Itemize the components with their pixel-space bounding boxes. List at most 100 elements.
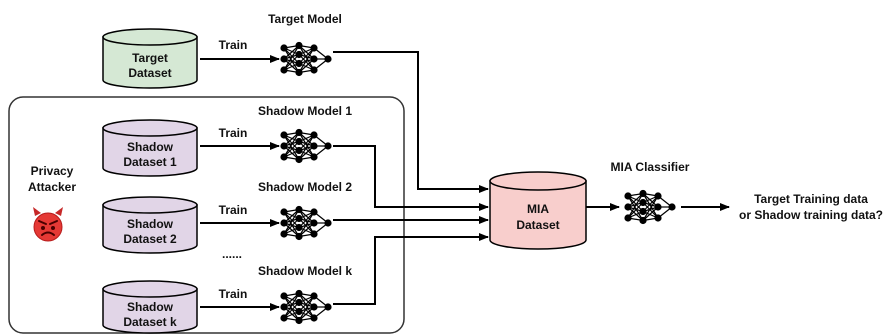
network-edge: [627, 193, 644, 219]
network-node: [295, 223, 303, 232]
shadow-dataset-1-cylinder: Shadow Dataset 1: [102, 119, 198, 177]
target-dataset-label-line1: Target: [132, 51, 168, 65]
mia-classifier-label: MIA Classifier: [611, 160, 690, 174]
network-node: [280, 230, 288, 238]
network-node: [295, 128, 303, 137]
shadow-model-1-network: [280, 128, 332, 164]
network-node: [280, 208, 288, 216]
target-dataset-label-line2: Dataset: [128, 66, 171, 80]
shadow-dataset-2-cylinder: Shadow Dataset 2: [102, 196, 198, 254]
privacy-attacker-label-line1: Privacy: [31, 164, 74, 178]
network-node: [295, 50, 303, 59]
network-edge: [298, 134, 315, 160]
network-node: [280, 131, 288, 139]
network-node: [280, 44, 288, 52]
mia-cylinder-body: [489, 180, 587, 250]
target-model-label: Target Model: [268, 12, 342, 26]
shadow-dataset-2-label-line1: Shadow: [127, 217, 174, 231]
network-node: [639, 216, 647, 225]
network-node: [310, 66, 318, 74]
network-node: [639, 189, 647, 198]
shadow-model-2-label: Shadow Model 2: [258, 180, 352, 194]
network-node: [310, 44, 318, 52]
mia-dataset-cylinder: MIA Dataset: [489, 171, 587, 250]
network-node: [295, 316, 303, 325]
network-edge: [627, 195, 644, 221]
network-node: [668, 203, 676, 211]
network-node: [624, 192, 632, 200]
network-node: [324, 142, 332, 150]
network-edge: [642, 193, 659, 219]
neural-networks: [280, 41, 676, 325]
network-edge: [298, 209, 315, 235]
network-node: [280, 219, 288, 227]
target-model-network: [280, 41, 332, 77]
network-node: [280, 66, 288, 74]
network-edge: [298, 211, 315, 237]
network-node: [295, 298, 303, 307]
network-node: [295, 155, 303, 164]
target-cylinder-body: [102, 36, 198, 89]
shadow1-cylinder-body: [102, 127, 198, 177]
network-node: [324, 303, 332, 311]
angry-devil-icon: [33, 207, 63, 242]
target-cylinder-top: [102, 28, 198, 46]
network-node: [310, 292, 318, 300]
target-to-mia-arrow: [333, 51, 489, 193]
mia-dataset-label-line1: MIA: [527, 202, 549, 216]
network-edge: [298, 132, 315, 158]
shadow2-cylinder-body: [102, 204, 198, 254]
network-node: [639, 207, 647, 216]
network-node: [295, 205, 303, 214]
ellipsis-label: ......: [222, 247, 242, 261]
shadow-dataset-1-label-line1: Shadow: [127, 140, 174, 154]
network-node: [310, 131, 318, 139]
network-node: [654, 192, 662, 200]
shadow-dataset-k-cylinder: Shadow Dataset k: [102, 280, 198, 334]
train-label-shadow-2: Train: [219, 203, 248, 217]
network-edge: [283, 295, 300, 321]
network-node: [280, 55, 288, 63]
network-node: [295, 68, 303, 77]
network-edge: [283, 134, 300, 160]
target-dataset-cylinder: Target Dataset: [102, 28, 198, 89]
network-node: [310, 303, 318, 311]
shadow-dataset-2-label-line2: Dataset 2: [123, 232, 177, 246]
network-node: [324, 219, 332, 227]
network-node: [295, 307, 303, 316]
network-edge: [283, 47, 300, 73]
shadow-model-2-network: [280, 205, 332, 241]
mia-cylinder-top: [489, 171, 587, 191]
shadowk-cylinder-top: [102, 280, 198, 298]
network-node: [624, 214, 632, 222]
shadow2-cylinder-top: [102, 196, 198, 214]
network-edge: [283, 211, 300, 237]
network-edge: [283, 209, 300, 235]
network-node: [310, 142, 318, 150]
network-node: [310, 153, 318, 161]
network-node: [295, 232, 303, 241]
network-edge: [283, 293, 300, 319]
network-edge: [298, 295, 315, 321]
network-node: [295, 41, 303, 50]
network-edge: [298, 47, 315, 73]
shadow1-cylinder-top: [102, 119, 198, 137]
network-edge: [298, 45, 315, 71]
network-node: [639, 198, 647, 207]
network-node: [280, 142, 288, 150]
mia-dataset-label-line2: Dataset: [516, 218, 559, 232]
shadow-dataset-k-label-line1: Shadow: [127, 300, 174, 314]
network-edge: [283, 132, 300, 158]
network-edge: [298, 293, 315, 319]
network-node: [310, 219, 318, 227]
network-node: [295, 137, 303, 146]
network-node: [280, 303, 288, 311]
train-label-shadow-1: Train: [219, 126, 248, 140]
shadow1-to-mia-arrow: [333, 145, 489, 211]
shadow-group-box: [8, 96, 405, 334]
network-node: [624, 203, 632, 211]
network-node: [280, 314, 288, 322]
network-node: [280, 292, 288, 300]
network-node: [295, 146, 303, 155]
network-node: [654, 214, 662, 222]
